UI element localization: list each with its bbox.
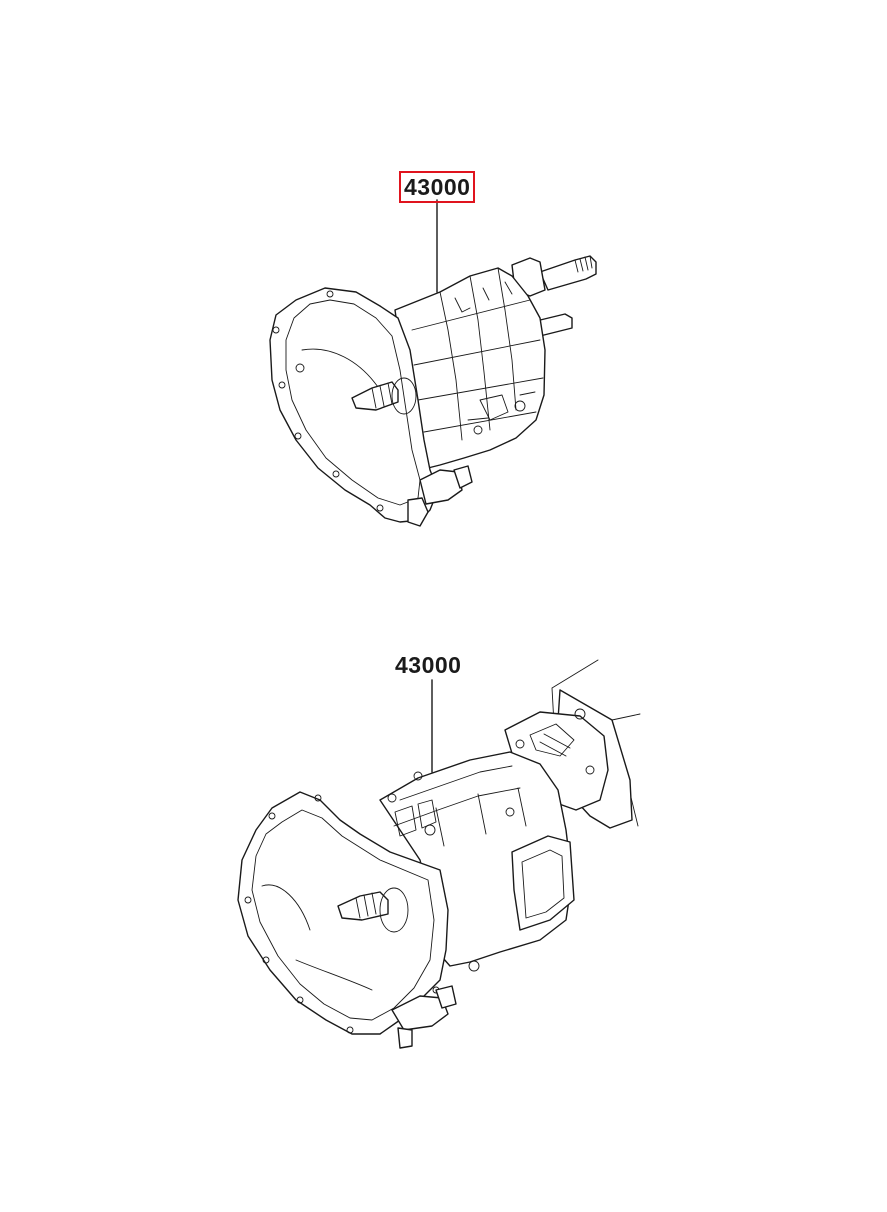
part-number-callout-top[interactable]: 43000	[399, 171, 476, 203]
part-number-callout-bottom[interactable]: 43000	[395, 652, 462, 678]
bell-housing-top	[269, 287, 439, 523]
output-shaft-top	[539, 255, 597, 291]
input-shaft-top	[351, 381, 399, 411]
release-fork-top	[419, 469, 463, 505]
